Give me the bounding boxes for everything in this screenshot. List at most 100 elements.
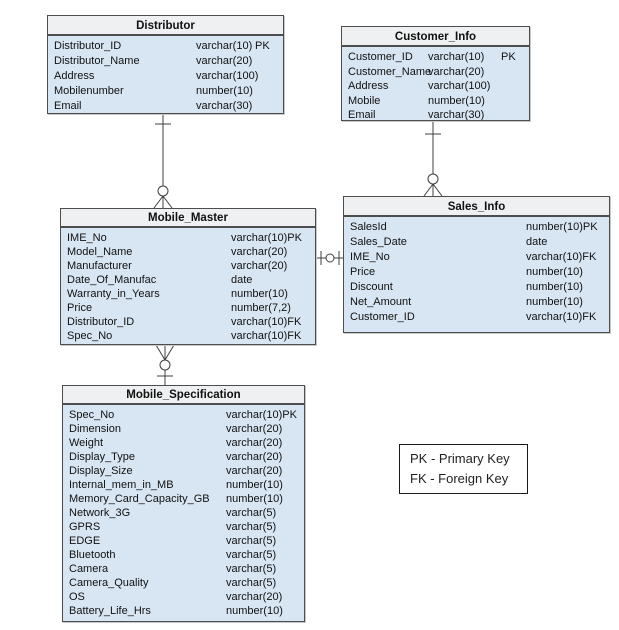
legend-line-fk: FK - Foreign Key	[410, 471, 509, 486]
field-name: Email	[54, 100, 82, 112]
field-type: varchar(100)	[196, 70, 259, 82]
field-row: Weight varchar(20)	[69, 436, 300, 450]
field-name: Manufacturer	[67, 260, 132, 272]
field-type: varchar(5)	[226, 563, 277, 575]
field-name: Camera_Quality	[69, 577, 149, 589]
field-key-badge: PK	[287, 232, 302, 244]
key-legend: PK - Primary Key FK - Foreign Key	[399, 444, 528, 494]
field-name: IME_No	[67, 232, 107, 244]
field-name: Customer_ID	[350, 311, 415, 323]
field-row: Warranty_in_Years number(10)	[67, 287, 311, 301]
table-title: Customer_Info	[342, 27, 529, 47]
field-row: Network_3G varchar(5)	[69, 506, 300, 520]
field-type: varchar(20)	[226, 437, 283, 449]
field-name: Network_3G	[69, 507, 131, 519]
field-name: Spec_No	[67, 330, 113, 342]
field-type: varchar(10)	[428, 51, 485, 63]
field-type: number(10)	[526, 296, 583, 308]
field-name: Weight	[69, 437, 104, 449]
field-name: Internal_mem_in_MB	[69, 479, 174, 491]
field-name: Customer_Name	[348, 65, 432, 78]
field-key-badge: PK	[255, 40, 270, 52]
field-name: Date_Of_Manufac	[67, 274, 157, 286]
field-name: Sales_Date	[350, 236, 407, 248]
table-title: Sales_Info	[344, 197, 609, 217]
field-type: number(7,2)	[231, 302, 291, 314]
field-row: Mobilenumber number(10)	[54, 84, 279, 99]
field-type: varchar(30)	[196, 100, 253, 112]
field-name: Display_Type	[69, 451, 136, 463]
field-row: Sales_Date date	[350, 235, 605, 250]
field-name: Warranty_in_Years	[67, 288, 160, 300]
field-type: varchar(20)	[226, 591, 283, 603]
table-title: Mobile_Master	[61, 209, 315, 228]
field-row: Email varchar(30)	[54, 99, 279, 113]
field-key-badge: FK	[582, 251, 597, 263]
field-name: IME_No	[350, 251, 390, 263]
field-row: Distributor_ID varchar(10)PK	[54, 39, 279, 54]
field-type: number(10)	[231, 288, 288, 300]
field-type: number(10)	[226, 493, 283, 505]
field-row: Display_Type varchar(20)	[69, 450, 300, 464]
field-type: varchar(100)	[428, 80, 491, 92]
field-type: varchar(5)	[226, 507, 277, 519]
field-key-badge: PK	[282, 409, 297, 421]
field-row: Model_Name varchar(20)	[67, 245, 311, 259]
field-type: varchar(20)	[196, 55, 253, 67]
field-name: EDGE	[69, 535, 101, 547]
field-name: Distributor_ID	[67, 316, 135, 328]
field-name: Model_Name	[67, 246, 133, 258]
field-type: number(10)	[226, 605, 283, 617]
field-name: SalesId	[350, 221, 387, 233]
field-type: varchar(20)	[226, 451, 283, 463]
field-type: number(10)	[196, 85, 253, 97]
field-type: number(10)	[226, 479, 283, 491]
field-name: Mobile	[348, 94, 381, 107]
field-name: Distributor_ID	[54, 40, 122, 52]
field-type: varchar(5)	[226, 535, 277, 547]
field-key-badge: PK	[501, 51, 516, 63]
field-type: varchar(10)	[226, 409, 283, 421]
field-type: date	[231, 274, 253, 286]
field-type: varchar(5)	[226, 549, 277, 561]
field-name: GPRS	[69, 521, 101, 533]
field-type: varchar(20)	[231, 260, 288, 272]
field-row: Battery_Life_Hrs number(10)	[69, 604, 300, 618]
field-name: Address	[348, 80, 389, 92]
field-row: IME_No varchar(10)PK	[67, 231, 311, 245]
field-name: Price	[67, 302, 93, 314]
field-name: Price	[350, 266, 376, 278]
field-key-badge: FK	[287, 316, 302, 328]
table-fields: IME_No varchar(10)PK Model_Name varchar(20)…	[61, 228, 315, 343]
field-type: varchar(10)	[196, 40, 253, 52]
field-name: Battery_Life_Hrs	[69, 605, 151, 617]
field-row: Internal_mem_in_MB number(10)	[69, 478, 300, 492]
field-type: varchar(10)	[231, 232, 288, 244]
field-name: Mobilenumber	[54, 85, 124, 97]
field-name: Discount	[350, 281, 393, 293]
field-type: varchar(20)	[231, 246, 288, 258]
field-type: date	[526, 236, 548, 248]
field-type: varchar(20)	[226, 423, 283, 435]
field-key-badge: FK	[287, 330, 302, 342]
connector-customer-info-sales-info	[423, 121, 443, 197]
field-name: Address	[54, 70, 95, 82]
connector-mobile-master-sales-info	[316, 251, 343, 265]
field-row: Manufacturer varchar(20)	[67, 259, 311, 273]
